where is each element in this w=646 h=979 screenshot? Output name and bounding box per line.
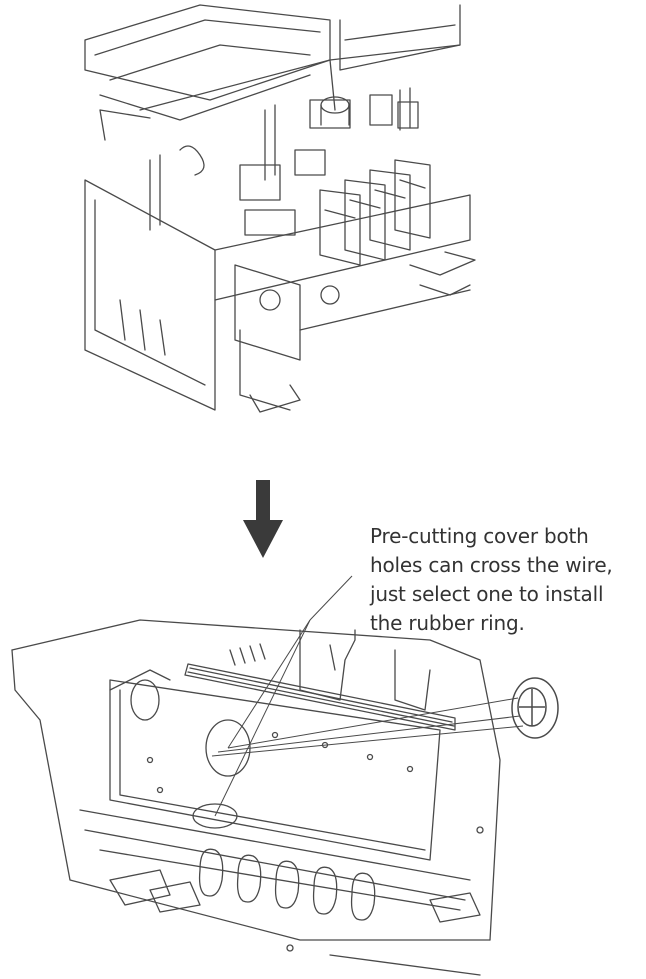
leader-lines [211,575,524,817]
cover-plate-illustration [11,619,501,976]
rubber-ring-icon [511,677,559,739]
callout-text: Pre-cutting cover both holes can cross t… [370,524,613,635]
arrow-down-icon [243,480,283,558]
electrical-box-illustration [84,4,476,413]
